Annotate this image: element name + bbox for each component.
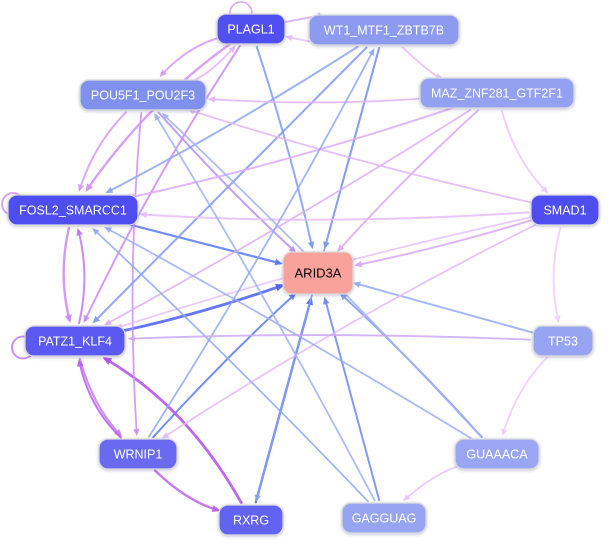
node-PLAGL1[interactable]: PLAGL1 — [216, 13, 286, 45]
arrowhead-icon — [554, 315, 561, 324]
arrowhead-icon — [275, 283, 285, 292]
node-POU5F1_POU2F3[interactable]: POU5F1_POU2F3 — [79, 79, 207, 111]
arrowhead-icon — [211, 505, 221, 513]
edge-TP53-PATZ1_KLF4 — [127, 334, 531, 342]
edge-WRNIP1-RXRG — [153, 469, 221, 513]
edge-SMAD1-WRNIP1 — [161, 222, 541, 439]
edge-GAGGUAG-POU5F1_POU2F3 — [154, 113, 376, 502]
arrowhead-icon — [139, 211, 147, 219]
node-SMAD1[interactable]: SMAD1 — [530, 194, 600, 226]
edge-PLAGL1-POU5F1_POU2F3 — [159, 36, 220, 77]
arrowhead-icon — [254, 494, 261, 503]
edge-WRNIP1-WT1_MTF1_ZBTB7B — [148, 48, 375, 438]
arrowhead-icon — [323, 296, 330, 305]
arrowhead-icon — [161, 112, 170, 121]
edge-GUAAACA-GAGGUAG — [402, 464, 463, 502]
node-GAGGUAG[interactable]: GAGGUAG — [341, 502, 427, 534]
arrowhead-icon — [104, 227, 112, 234]
arrowhead-icon — [127, 335, 135, 342]
arrowhead-icon — [78, 183, 85, 192]
node-GUAAACA[interactable]: GUAAACA — [454, 438, 540, 470]
edge-POU5F1_POU2F3-ARID3A — [157, 111, 297, 253]
node-WRNIP1[interactable]: WRNIP1 — [98, 438, 178, 470]
node-MAZ_ZNF281_GTF2F1[interactable]: MAZ_ZNF281_GTF2F1 — [419, 77, 575, 109]
edge-PATZ1_KLF4-ARID3A — [118, 283, 285, 333]
arrowhead-icon — [104, 319, 112, 326]
edge-POU5F1_POU2F3-WRNIP1 — [131, 112, 143, 436]
edge-WT1_MTF1_ZBTB7B-MAZ_ZNF281_GTF2F1 — [401, 46, 444, 80]
node-layer: PLAGL1 WT1_MTF1_ZBTB7B POU5F1_POU2F3 MAZ_ZN… — [7, 13, 600, 536]
arrowhead-icon — [92, 315, 100, 324]
arrowhead-icon — [368, 48, 375, 56]
edge-PLAGL1-PATZ1_KLF4 — [83, 45, 241, 323]
arrowhead-icon — [76, 228, 83, 236]
arrowhead-icon — [83, 314, 90, 323]
arrowhead-icon — [105, 186, 114, 194]
arrowhead-icon — [352, 281, 361, 288]
edge-PATZ1_KLF4-FOSL2_SMARCC1 — [76, 228, 86, 325]
node-WT1_MTF1_ZBTB7B[interactable]: WT1_MTF1_ZBTB7B — [308, 14, 460, 46]
edge-MAZ_ZNF281_GTF2F1-SMAD1 — [500, 110, 549, 194]
arrowhead-icon — [228, 45, 236, 53]
edge-GAGGUAG-ARID3A — [323, 296, 381, 502]
arrowhead-icon — [102, 357, 113, 365]
arrowhead-icon — [274, 258, 283, 266]
edge-RXRG-PATZ1_KLF4 — [102, 357, 243, 505]
arrowhead-icon — [288, 292, 297, 301]
edge-GUAAACA-FOSL2_SMARCC1 — [104, 227, 474, 440]
edge-FOSL2_SMARCC1-PATZ1_KLF4 — [62, 226, 72, 323]
node-PATZ1_KLF4[interactable]: PATZ1_KLF4 — [24, 325, 126, 357]
arrowhead-icon — [77, 359, 84, 367]
arrowhead-icon — [133, 428, 140, 436]
arrowhead-icon — [354, 260, 363, 268]
node-FOSL2_SMARCC1[interactable]: FOSL2_SMARCC1 — [7, 194, 139, 226]
edge-TP53-ARID3A — [352, 281, 535, 334]
edge-SMAD1-TP53 — [552, 226, 562, 324]
arrowhead-icon — [337, 244, 345, 252]
edge-WRNIP1-PATZ1_KLF4 — [77, 359, 122, 439]
edge-PATZ1_KLF4-WRNIP1 — [78, 357, 123, 437]
edge-GAGGUAG-FOSL2_SMARCC1 — [92, 228, 369, 503]
edge-layer — [1, 1, 562, 513]
edge-TP53-GUAAACA — [501, 356, 549, 437]
edge-SMAD1-FOSL2_SMARCC1 — [139, 211, 530, 221]
arrowhead-icon — [285, 34, 293, 41]
edge-PLAGL1-ARID3A — [255, 45, 315, 250]
arrowhead-icon — [207, 96, 215, 103]
edge-POU5F1_POU2F3-FOSL2_SMARCC1 — [78, 111, 127, 192]
edge-MAZ_ZNF281_GTF2F1-ARID3A — [337, 109, 479, 252]
edge-SMAD1-ARID3A — [354, 218, 535, 268]
arrowhead-icon — [339, 292, 348, 301]
arrowhead-icon — [501, 428, 508, 437]
arrowhead-icon — [154, 113, 161, 121]
arrowhead-icon — [307, 241, 315, 250]
node-TP53[interactable]: TP53 — [532, 325, 594, 357]
arrowhead-icon — [402, 494, 411, 502]
arrowhead-icon — [92, 228, 100, 236]
arrowhead-icon — [540, 186, 549, 194]
arrowhead-icon — [159, 69, 168, 77]
node-ARID3A[interactable]: ARID3A — [282, 251, 354, 295]
arrowhead-icon — [85, 183, 94, 192]
arrowhead-icon — [64, 314, 72, 323]
edge-MAZ_ZNF281_GTF2F1-POU5F1_POU2F3 — [207, 96, 422, 104]
edge-FOSL2_SMARCC1-ARID3A — [120, 221, 283, 266]
arrowhead-icon — [161, 432, 170, 439]
arrowhead-icon — [288, 245, 297, 253]
edge-WRNIP1-ARID3A — [152, 292, 297, 439]
arrowhead-icon — [114, 428, 123, 437]
edge-WT1_MTF1_ZBTB7B-PATZ1_KLF4 — [92, 46, 368, 324]
node-RXRG[interactable]: RXRG — [218, 504, 284, 536]
